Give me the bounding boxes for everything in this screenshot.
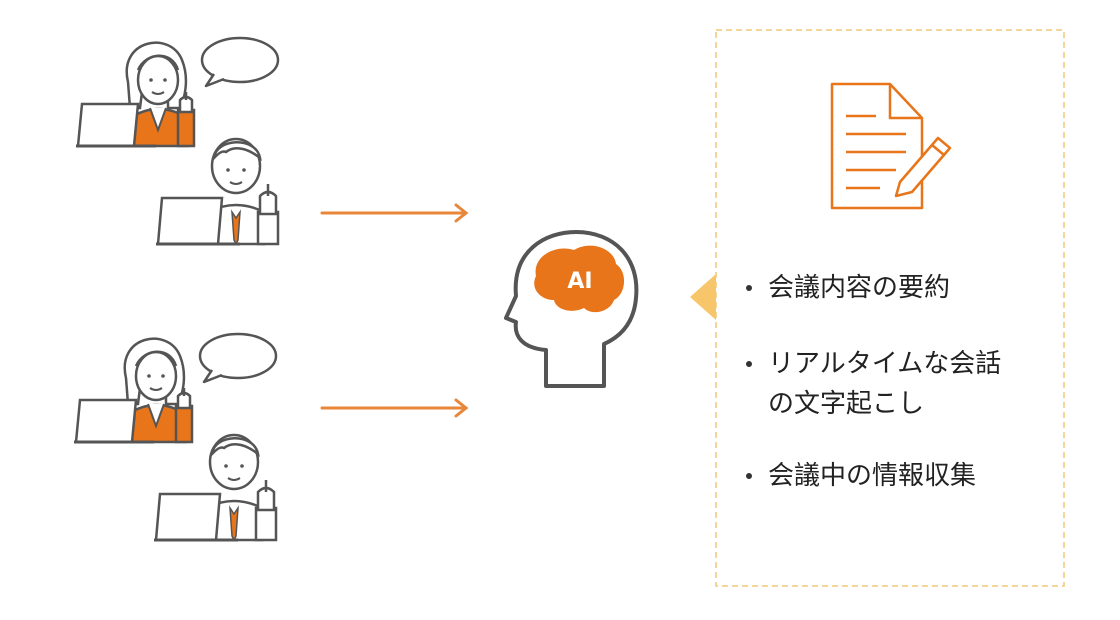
meeting-participants-icon-top [74,36,280,246]
feature-item-text: 会議中の情報収集 [768,461,977,491]
man-participant-icon [152,433,278,542]
feature-list: 会議内容の要約 リアルタイムな会話 の文字起こし 会議中の情報収集 [740,268,1060,532]
feature-item-text: の文字起こし [768,389,925,419]
ai-label: AI [567,269,592,294]
feature-item-summary: 会議内容の要約 [740,268,1060,308]
feature-item-text: 会議内容の要約 [768,273,951,303]
ai-brain-head-icon: AI [504,230,639,388]
feature-panel [715,29,1065,587]
woman-participant-icon [72,332,278,444]
bullet-dot [746,361,752,367]
meeting-participants-icon-bottom [72,332,278,542]
panel-pointer [690,274,716,320]
arrow-top [320,203,469,223]
document-with-pencil-icon [830,82,952,210]
feature-item-text: リアルタイムな会話 [768,349,1002,379]
bullet-dot [746,473,752,479]
feature-item-transcription: リアルタイムな会話 の文字起こし [740,344,1060,424]
feature-item-info-gathering: 会議中の情報収集 [740,456,1060,496]
bullet-dot [746,285,752,291]
arrow-bottom [320,398,469,418]
man-participant-icon [154,137,280,246]
woman-participant-icon [74,36,280,148]
